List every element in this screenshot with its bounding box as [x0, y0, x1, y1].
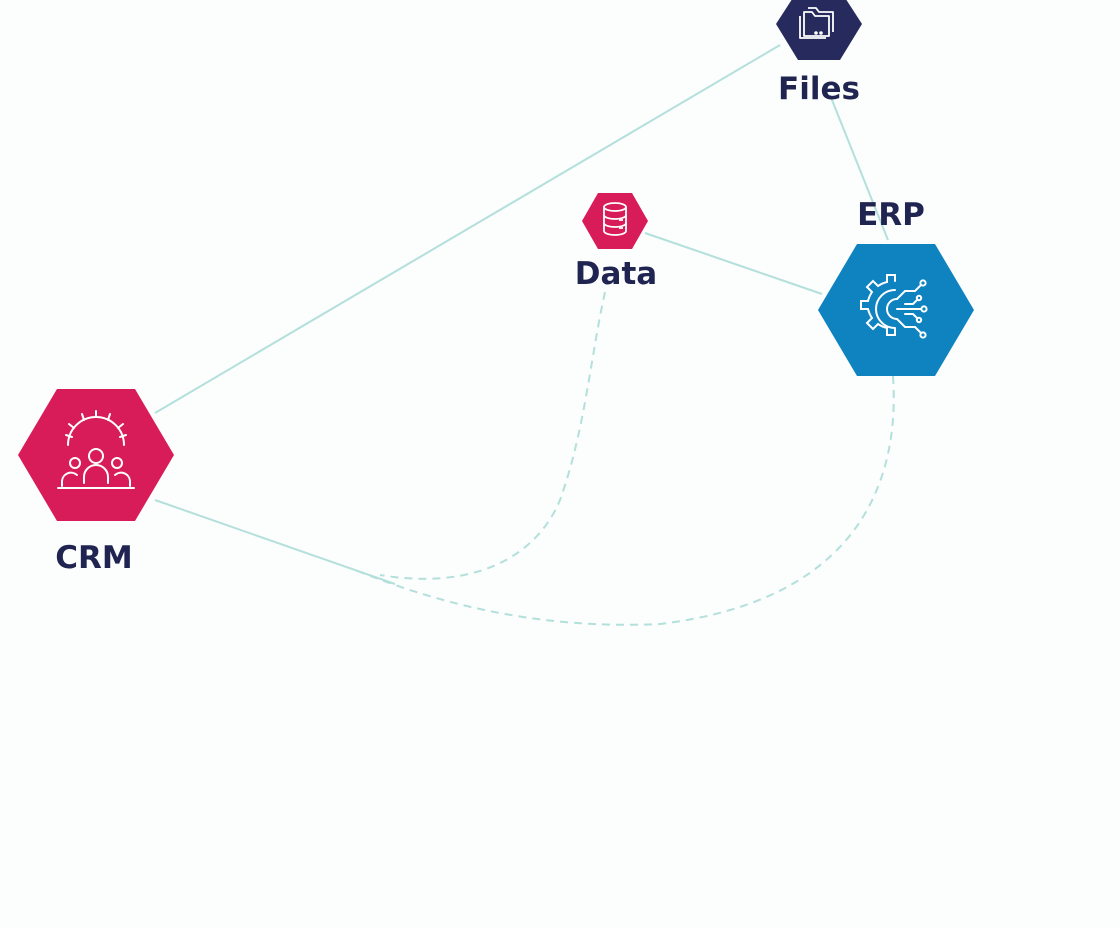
connector-files-crm	[154, 44, 781, 414]
data-hexagon	[582, 193, 648, 249]
node-files[interactable]: Files	[776, 0, 862, 107]
node-crm[interactable]: CRM	[18, 389, 174, 576]
files-hexagon	[776, 0, 862, 60]
gear-circuit-icon	[860, 274, 928, 339]
connector-crm-erp-solid	[154, 499, 396, 585]
connector-data-crm-dashed	[379, 291, 606, 580]
data-label: Data	[575, 256, 657, 292]
erp-hexagon	[818, 244, 974, 376]
connector-data-erp	[644, 232, 823, 295]
crm-hexagon	[18, 389, 174, 521]
erp-label: ERP	[857, 197, 925, 233]
database-icon	[603, 202, 627, 236]
connectors	[154, 44, 895, 626]
files-label: Files	[778, 71, 860, 107]
team-gear-icon	[57, 410, 135, 489]
connector-files-erp	[829, 94, 889, 241]
folder-stack-icon	[799, 7, 834, 39]
connector-erp-crm-dashed	[354, 375, 895, 626]
crm-label: CRM	[55, 540, 132, 576]
node-data[interactable]: Data	[575, 193, 657, 292]
node-erp[interactable]: ERP	[818, 197, 974, 376]
